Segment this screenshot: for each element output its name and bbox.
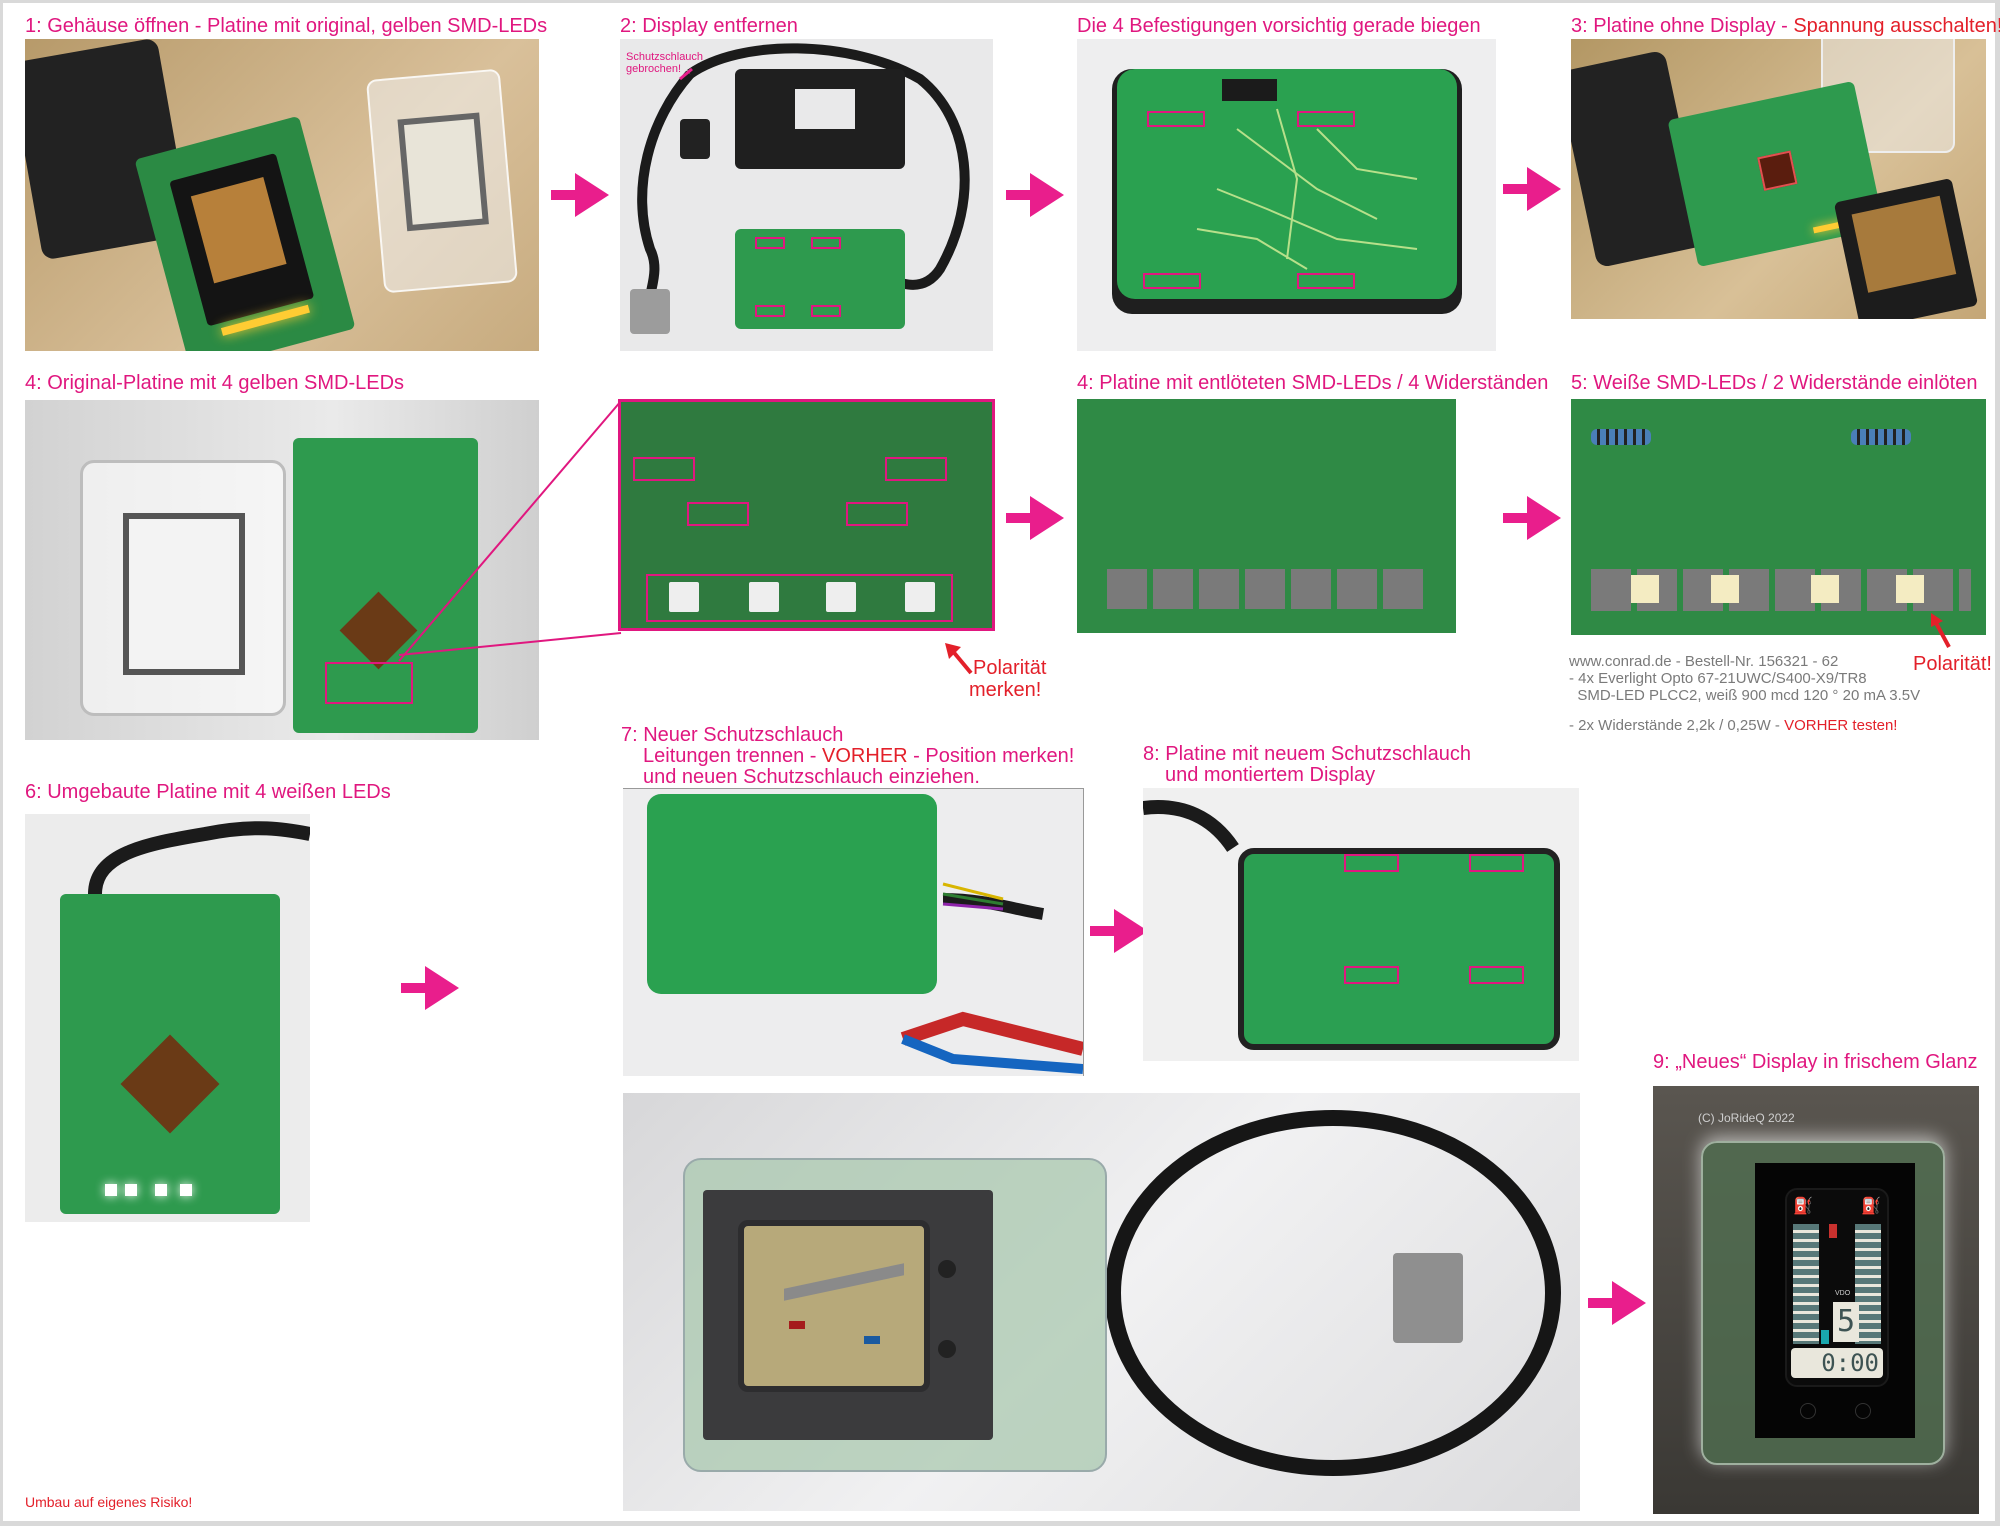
- hose-broken-annotation-line1: Schutzschlauch: [626, 51, 704, 63]
- oil-can-icon: ⛽: [1793, 1198, 1813, 1215]
- bare-pcb: [735, 229, 905, 329]
- step-2b-photo: [1077, 39, 1496, 351]
- zoom-callout-lines: [398, 400, 622, 662]
- vdo-brand-text: VDO: [1835, 1290, 1851, 1297]
- step-7-caption-line2-prefix: Leitungen trennen -: [643, 745, 823, 767]
- step-4b-photo: [1077, 399, 1456, 633]
- step-2-photo: Schutzschlauch gebrochen!: [620, 39, 993, 351]
- polarity-note-single: Polarität!: [1913, 653, 1992, 675]
- hose-broken-annotation-line2: gebrochen!: [626, 63, 682, 75]
- step-4b-caption: 4: Platine mit entlöteten SMD-LEDs / 4 W…: [1077, 372, 1549, 394]
- cable-drawing: [637, 43, 970, 300]
- step-8-caption-line1: 8: Platine mit neuem Schutzschlauch: [1143, 743, 1471, 765]
- polarity-note-line2: merken!: [969, 679, 1042, 701]
- time-readout: 0:00: [1791, 1348, 1883, 1378]
- fuel-pump-icon: ⛽: [1861, 1198, 1881, 1215]
- step-7-caption-line2: Leitungen trennen - VORHER - Position me…: [643, 745, 1074, 767]
- step-3-caption-warning: Spannung ausschalten!: [1793, 15, 2000, 37]
- parts-note-line2: - 4x Everlight Opto 67-21UWC/S400-X9/TR8: [1569, 670, 1867, 687]
- parts-note-line4-text: - 2x Widerstände 2,2k / 0,25W -: [1569, 717, 1785, 734]
- connector-cap: [680, 119, 710, 159]
- step-8-caption-line2: und montiertem Display: [1165, 764, 1376, 786]
- step-6-caption: 6: Umgebaute Platine mit 4 weißen LEDs: [25, 781, 391, 803]
- transparent-cover: [365, 68, 519, 294]
- step-7-photo: [623, 788, 1084, 1076]
- parts-note-line4: - 2x Widerstände 2,2k / 0,25W - VORHER t…: [1569, 717, 1897, 734]
- plug-connector: [1393, 1253, 1463, 1343]
- parts-note-line1: www.conrad.de - Bestell-Nr. 156321 - 62: [1569, 653, 1839, 670]
- gear-indicator: 5: [1833, 1302, 1859, 1342]
- step-7-caption-line2-warning: VORHER: [822, 745, 908, 767]
- step-4a-caption: 4: Original-Platine mit 4 gelben SMD-LED…: [25, 372, 405, 394]
- step-3-photo: [1571, 39, 1986, 319]
- instruction-sheet: 1: Gehäuse öffnen - Platine mit original…: [3, 3, 2000, 1521]
- lit-display-unit: ⛽ ⛽ VDO 5 0:00: [1701, 1141, 1945, 1465]
- pcb-top-view: [1117, 69, 1457, 299]
- arrow-up-left-icon: [1931, 613, 1951, 648]
- step-5-photo: [1571, 399, 1986, 635]
- step-5-caption: 5: Weiße SMD-LEDs / 2 Widerstände einlöt…: [1571, 372, 1978, 394]
- transparent-display-housing: [683, 1158, 1107, 1472]
- step-7-caption-line1: 7: Neuer Schutzschlauch: [621, 724, 844, 746]
- step-1-photo: [25, 39, 539, 351]
- pcb-with-display: [134, 115, 356, 351]
- step-2-caption: 2: Display entfernen: [620, 15, 798, 37]
- copyright-text: (C) JoRideQ 2022: [1698, 1111, 1795, 1125]
- step-2b-caption: Die 4 Befestigungen vorsichtig gerade bi…: [1077, 15, 1481, 37]
- step-9-caption: 9: „Neues“ Display in frischem Glanz: [1653, 1051, 1978, 1073]
- step-4-zoom-photo: [618, 399, 995, 631]
- step-8-photo: [1143, 788, 1579, 1061]
- display-housing: [735, 69, 905, 169]
- step-7-caption-line3: und neuen Schutzschlauch einziehen.: [643, 766, 980, 788]
- plug-connector: [630, 289, 670, 334]
- step-3-caption-prefix: 3: Platine ohne Display -: [1571, 15, 1794, 37]
- parts-note-line4-warning: VORHER testen!: [1784, 717, 1898, 734]
- step-7-caption-line2-suffix: - Position merken!: [907, 745, 1075, 767]
- arrow-up-left-icon: [945, 643, 973, 675]
- polarity-note-line1: Polarität: [973, 657, 1047, 679]
- final-assembly-photo: [623, 1093, 1580, 1511]
- step-4a-photo: [25, 400, 539, 740]
- disclaimer: Umbau auf eigenes Risiko!: [25, 1494, 193, 1510]
- step-9-photo: (C) JoRideQ 2022 ⛽ ⛽ VDO 5 0:00: [1653, 1086, 1979, 1514]
- parts-note-line3: SMD-LED PLCC2, weiß 900 mcd 120 ° 20 mA …: [1569, 687, 1921, 704]
- step-3-caption: 3: Platine ohne Display - Spannung aussc…: [1571, 15, 2000, 37]
- step-6-photo: [25, 814, 310, 1222]
- step-1-caption: 1: Gehäuse öffnen - Platine mit original…: [25, 15, 548, 37]
- pcb-with-display-mounted: [1238, 848, 1560, 1050]
